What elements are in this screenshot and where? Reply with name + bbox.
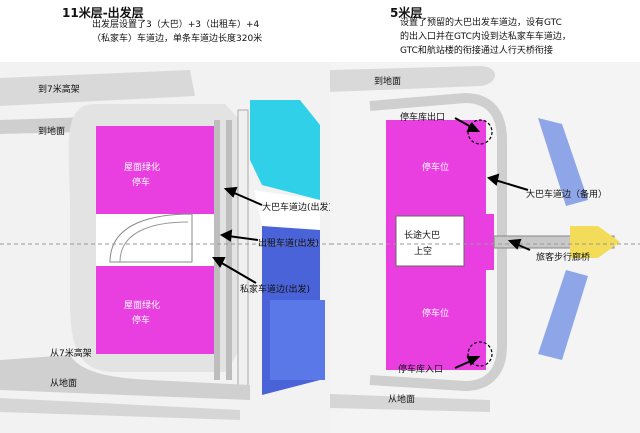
left-desc-line2: （私家车）车道边，单条车道边长度320米 [92, 34, 263, 44]
arch-canopy [109, 213, 193, 263]
label-roof-green-top-1: 屋面绿化 [124, 163, 161, 173]
terminal-wing-top [538, 118, 588, 206]
label-to-7m-viaduct: 到7米高架 [38, 85, 80, 95]
right-title: 5米层 [390, 6, 423, 20]
parking-block-bottom [386, 270, 486, 370]
label-footbridge: 旅客步行廊桥 [536, 253, 591, 263]
label-parking-top: 停车位 [422, 163, 450, 173]
road-to-ground-right [330, 66, 495, 92]
left-desc-line1: 出发层设置了3（大巴）+3（出租车）+4 [92, 20, 260, 30]
right-desc-line2: 的出入口并在GTC内设到达私家车车道边， [400, 32, 571, 42]
right-desc-line1: 设置了预留的大巴出发车道边，设有GTC [400, 18, 562, 28]
label-parking-bottom: 停车位 [422, 309, 450, 319]
terminal-wing-bottom [538, 270, 588, 360]
label-from-ground: 从地面 [50, 379, 78, 389]
left-title: 11米层-出发层 [62, 6, 144, 20]
label-long-bus-1: 长途大巴 [404, 231, 441, 241]
road-from-7m [0, 355, 250, 400]
panel-5m-level: 5米层 设置了预留的大巴出发车道边，设有GTC 的出入口并在GTC内设到达私家车… [330, 0, 640, 433]
garage-entrance-marker [467, 341, 493, 367]
label-garage-exit: 停车库出口 [400, 113, 446, 123]
label-taxi-lane: 出租车道(出发) [258, 239, 320, 249]
departure-level-plan [0, 62, 330, 433]
roof-parking-bottom [96, 266, 214, 354]
label-bus-lane-reserve: 大巴车道边（备用） [526, 190, 608, 200]
roof-parking-top [96, 126, 214, 214]
terminal-building-top [250, 100, 320, 200]
ramp-to-7m [0, 70, 195, 106]
road-from-ground-right [330, 394, 490, 412]
label-bus-lane: 大巴车道边(出发) [262, 203, 333, 213]
right-desc-line3: GTC和航站楼的衔接通过人行天桥衔接 [400, 46, 553, 56]
label-private-lane: 私家车道边(出发) [240, 285, 311, 295]
label-from-ground-right: 从地面 [388, 395, 416, 405]
label-to-ground: 到地面 [38, 127, 66, 137]
panel-11m-departure: 11米层-出发层 出发层设置了3（大巴）+3（出租车）+4 （私家车）车道边，单… [0, 6, 333, 433]
five-meter-level-plan [330, 62, 640, 433]
label-long-bus-2: 上空 [414, 247, 433, 257]
label-roof-green-bottom-2: 停车 [132, 316, 151, 326]
road-from-ground [0, 398, 240, 420]
footbridge-landing [570, 226, 620, 258]
label-from-7m-viaduct: 从7米高架 [50, 349, 92, 359]
label-roof-green-bottom-1: 屋面绿化 [124, 301, 161, 311]
label-to-ground-right: 到地面 [374, 77, 402, 87]
long-bus-void [395, 215, 465, 267]
label-garage-entrance: 停车库入口 [398, 365, 444, 375]
label-roof-green-top-2: 停车 [132, 178, 151, 188]
